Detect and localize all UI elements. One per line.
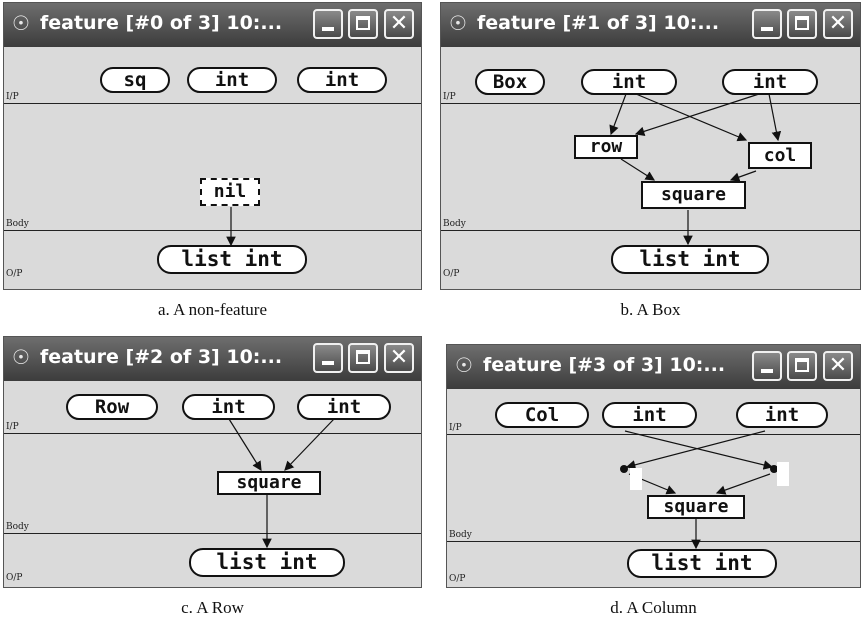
output-node[interactable]: list int — [611, 245, 769, 274]
input-node[interactable]: int — [297, 394, 391, 420]
caption-c: c. A Row — [181, 598, 244, 617]
minimize-button[interactable] — [313, 343, 343, 373]
app-eye-icon: ☉ — [455, 353, 473, 377]
input-node[interactable]: int — [722, 69, 818, 95]
title-bar[interactable]: ☉ feature [#0 of 3] 10:... ✕ — [4, 3, 421, 47]
wire-int1-to-right — [624, 430, 774, 470]
wire-col-to-square — [729, 170, 757, 182]
app-eye-icon: ☉ — [12, 345, 30, 369]
feature-window-1: ☉ feature [#1 of 3] 10:... ✕ I/P Body O/… — [440, 2, 861, 290]
input-node[interactable]: Box — [475, 69, 545, 95]
canvas[interactable]: I/P Body O/P Col int int square list int — [447, 389, 860, 587]
maximize-button[interactable] — [787, 351, 817, 381]
feature-window-0: ☉ feature [#0 of 3] 10:... ✕ I/P Body O/… — [3, 2, 422, 290]
input-node[interactable]: int — [297, 67, 387, 93]
title-bar[interactable]: ☉ feature [#1 of 3] 10:... ✕ — [441, 3, 860, 47]
close-button[interactable]: ✕ — [384, 9, 414, 39]
wire-int2-to-left — [625, 430, 766, 470]
wire-right-to-square — [715, 473, 771, 495]
wire-layer — [228, 418, 335, 549]
minimize-button[interactable] — [752, 351, 782, 381]
input-separator — [4, 103, 421, 104]
wire-layer — [226, 207, 236, 247]
output-node[interactable]: list int — [157, 245, 307, 274]
window-title: feature [#1 of 3] 10:... — [477, 12, 720, 34]
wire-int1-to-row — [609, 93, 627, 136]
output-section-label: O/P — [449, 574, 466, 584]
wire-row-to-square — [620, 158, 656, 181]
canvas[interactable]: I/P Body O/P sq int int nil list int — [4, 47, 421, 289]
input-section-label: I/P — [6, 92, 19, 102]
body-section-label: Body — [6, 219, 29, 229]
wire-layer — [609, 93, 782, 246]
right-port-dot — [770, 465, 778, 473]
app-eye-icon: ☉ — [449, 11, 467, 35]
canvas[interactable]: I/P Body O/P Row int int square list int — [4, 381, 421, 587]
close-button[interactable]: ✕ — [823, 9, 853, 39]
input-node[interactable]: int — [602, 402, 697, 428]
caption-a: a. A non-feature — [157, 300, 268, 319]
input-separator — [4, 433, 421, 434]
caption-d: d. A Column — [610, 598, 697, 617]
left-port-dot — [620, 465, 628, 473]
input-node[interactable]: sq — [100, 67, 170, 93]
output-node[interactable]: list int — [627, 549, 777, 578]
empty-node-left[interactable] — [630, 468, 642, 490]
input-node[interactable]: int — [581, 69, 677, 95]
body-section-label: Body — [449, 530, 472, 540]
input-node[interactable]: int — [187, 67, 277, 93]
body-section-label: Body — [6, 522, 29, 532]
body-node[interactable]: square — [217, 471, 321, 495]
body-separator — [4, 533, 421, 534]
wire-int1-to-square — [228, 418, 262, 472]
body-section-label: Body — [443, 219, 466, 229]
minimize-button[interactable] — [752, 9, 782, 39]
wire-int2-to-col — [768, 93, 782, 142]
wire-int2-to-row — [634, 93, 760, 136]
input-node[interactable]: Row — [66, 394, 158, 420]
feature-window-2: ☉ feature [#2 of 3] 10:... ✕ I/P Body O/… — [3, 336, 422, 588]
maximize-button[interactable] — [348, 343, 378, 373]
input-separator — [447, 434, 860, 435]
window-title: feature [#2 of 3] 10:... — [40, 346, 283, 368]
empty-node-right[interactable] — [777, 462, 789, 486]
input-separator — [441, 103, 860, 104]
caption-b: b. A Box — [620, 300, 681, 319]
input-node[interactable]: int — [182, 394, 275, 420]
window-title: feature [#3 of 3] 10:... — [483, 354, 726, 376]
body-node[interactable]: nil — [200, 178, 260, 206]
window-title: feature [#0 of 3] 10:... — [40, 12, 283, 34]
body-separator — [4, 230, 421, 231]
output-node[interactable]: list int — [189, 548, 345, 577]
minimize-button[interactable] — [313, 9, 343, 39]
title-bar[interactable]: ☉ feature [#3 of 3] 10:... ✕ — [447, 345, 860, 389]
output-section-label: O/P — [6, 269, 23, 279]
feature-window-3: ☉ feature [#3 of 3] 10:... ✕ I/P Body O/… — [446, 344, 861, 588]
output-section-label: O/P — [443, 269, 460, 279]
input-section-label: I/P — [6, 422, 19, 432]
input-node[interactable]: int — [736, 402, 828, 428]
canvas[interactable]: I/P Body O/P Box int int row col square … — [441, 47, 860, 289]
input-section-label: I/P — [449, 423, 462, 433]
output-section-label: O/P — [6, 573, 23, 583]
close-button[interactable]: ✕ — [823, 351, 853, 381]
close-button[interactable]: ✕ — [384, 343, 414, 373]
body-node[interactable]: row — [574, 135, 638, 159]
body-separator — [441, 230, 860, 231]
app-eye-icon: ☉ — [12, 11, 30, 35]
body-separator — [447, 541, 860, 542]
wire-int2-to-square — [284, 418, 335, 471]
body-node[interactable]: square — [641, 181, 746, 209]
maximize-button[interactable] — [787, 9, 817, 39]
input-node[interactable]: Col — [495, 402, 589, 428]
maximize-button[interactable] — [348, 9, 378, 39]
input-section-label: I/P — [443, 92, 456, 102]
title-bar[interactable]: ☉ feature [#2 of 3] 10:... ✕ — [4, 337, 421, 381]
body-node[interactable]: col — [748, 142, 812, 169]
body-node[interactable]: square — [647, 495, 745, 519]
wire-int1-to-col — [635, 93, 748, 142]
